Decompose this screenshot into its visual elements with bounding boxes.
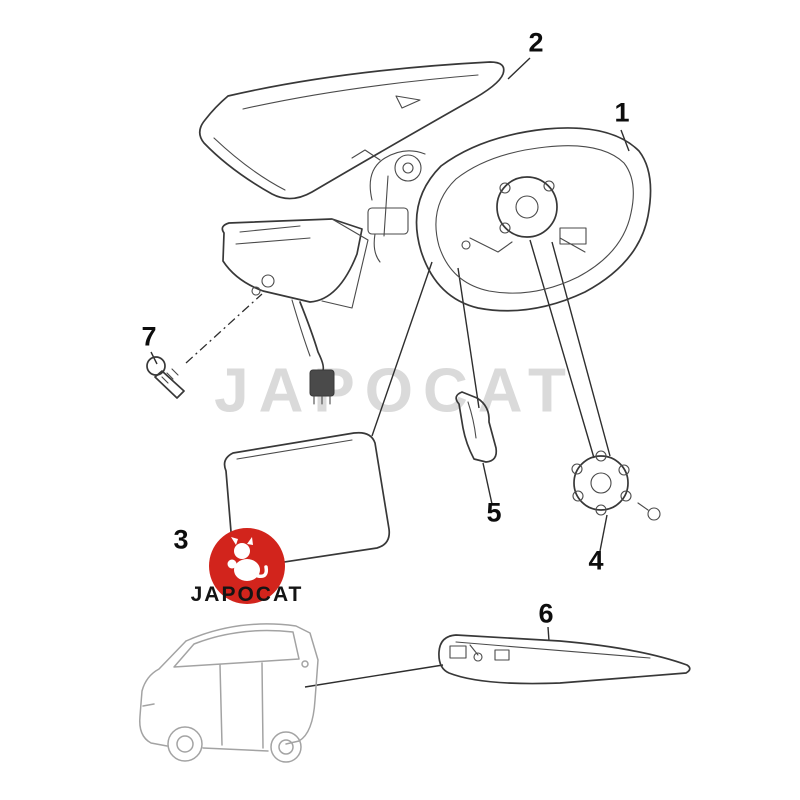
part-label-4: 4 [588,545,604,576]
mirror-housing-drawing [415,127,652,312]
turn-signal-lamp-drawing [438,634,691,685]
part-label-1: 1 [614,97,630,128]
part-label-5: 5 [486,497,502,528]
car-sketch [138,623,319,763]
watermark-text: JAPOCAT [214,356,576,426]
bracket-clip-drawing [455,391,498,463]
brand-badge [209,528,285,604]
cat-icon [227,537,269,581]
mirror-cap-drawing [198,61,505,200]
brand-logo-text: JAPOCAT [190,583,304,606]
base-bracket-drawing [221,218,369,405]
motor-actuator-drawing [571,450,661,521]
part-label-7: 7 [141,321,157,352]
part-label-6: 6 [538,598,554,629]
part-label-3: 3 [173,524,189,555]
screw-drawing [146,356,185,399]
part-label-2: 2 [528,27,544,58]
hinge-mechanism-drawing [351,149,426,263]
wire-connector [309,369,335,397]
leader-lines [150,57,630,688]
